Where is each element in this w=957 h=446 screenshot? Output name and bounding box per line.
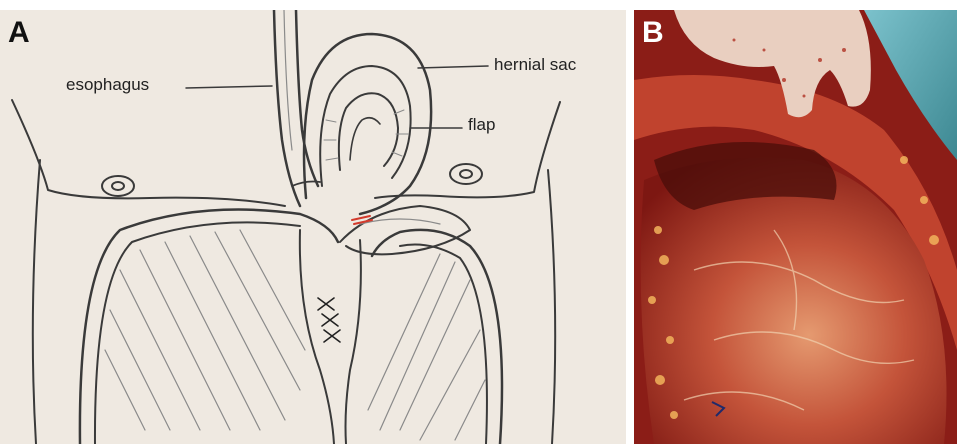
panel-letter-a: A (8, 18, 30, 48)
esophagus-leader (186, 86, 272, 88)
nipple-right (450, 164, 482, 184)
suture-red (352, 216, 372, 224)
body-wall-right (548, 170, 555, 444)
nipple-right-inner (460, 170, 472, 178)
panel-b-photo: B (634, 10, 957, 444)
surgical-photo (634, 10, 957, 444)
label-flap: flap (468, 116, 495, 134)
body-wall-left (33, 160, 40, 444)
esophagus-wall-right (296, 10, 318, 186)
hernial-sac-leader (418, 66, 488, 68)
panel-a-sketch: A esophagus hernial sac flap (0, 10, 626, 444)
nipple-left-inner (112, 182, 124, 190)
hatching-left (105, 230, 305, 430)
crus-right (346, 240, 361, 444)
diaphragm-right (372, 230, 502, 444)
label-hernial-sac: hernial sac (494, 56, 576, 74)
hatching-right (368, 254, 485, 440)
nipple-left (102, 176, 134, 196)
crus-left (300, 230, 334, 444)
flap-inner (339, 93, 398, 170)
panel-letter-b: B (642, 18, 664, 48)
label-esophagus: esophagus (66, 76, 149, 94)
torso-outline-left (12, 100, 285, 206)
crural-sutures (318, 298, 340, 342)
